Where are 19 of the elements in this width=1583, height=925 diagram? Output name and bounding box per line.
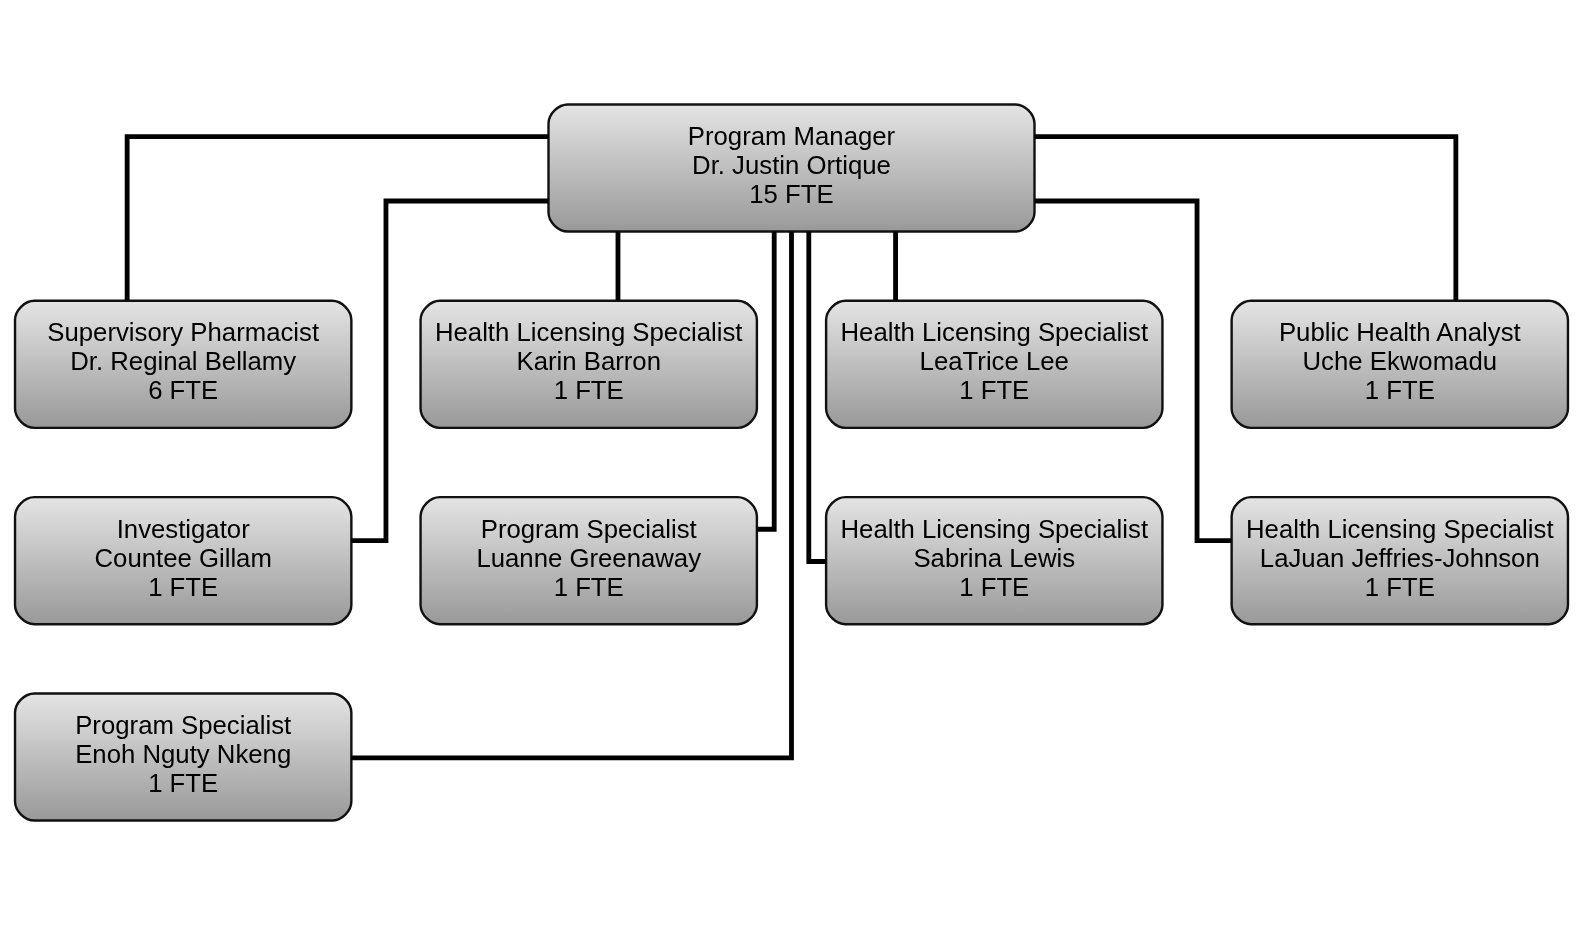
node-box: Public Health Analyst Uche Ekwomadu 1 FTE (1230, 299, 1570, 430)
connector (1035, 198, 1232, 543)
connector (351, 198, 548, 543)
node-box: Supervisory Pharmacist Dr. Reginal Bellamy 6 FTE (13, 299, 353, 430)
connector (615, 231, 621, 301)
node-box: Health Licensing Specialist Sabrina Lewis 1 FTE (824, 495, 1164, 626)
node-box: Program Specialist Enoh Nguty Nkeng 1 FTE (13, 692, 353, 822)
node-box: Health Licensing Specialist LaJuan Jeffries-Johnson 1 FTE (1230, 495, 1570, 626)
node-box: Program Manager Dr. Justin Ortique 15 FTE (547, 103, 1036, 233)
node-box: Health Licensing Specialist LeaTrice Lee 1 FTE (824, 299, 1164, 430)
node-box: Investigator Countee Gillam 1 FTE (13, 495, 353, 626)
connector (351, 231, 794, 761)
connector (1034, 134, 1459, 301)
connector (757, 231, 777, 532)
connector (124, 134, 549, 301)
connector (806, 231, 826, 564)
node-box: Program Specialist Luanne Greenaway 1 FTE (419, 495, 759, 626)
node-box: Health Licensing Specialist Karin Barron 1 FTE (419, 299, 759, 430)
connector (893, 231, 898, 301)
